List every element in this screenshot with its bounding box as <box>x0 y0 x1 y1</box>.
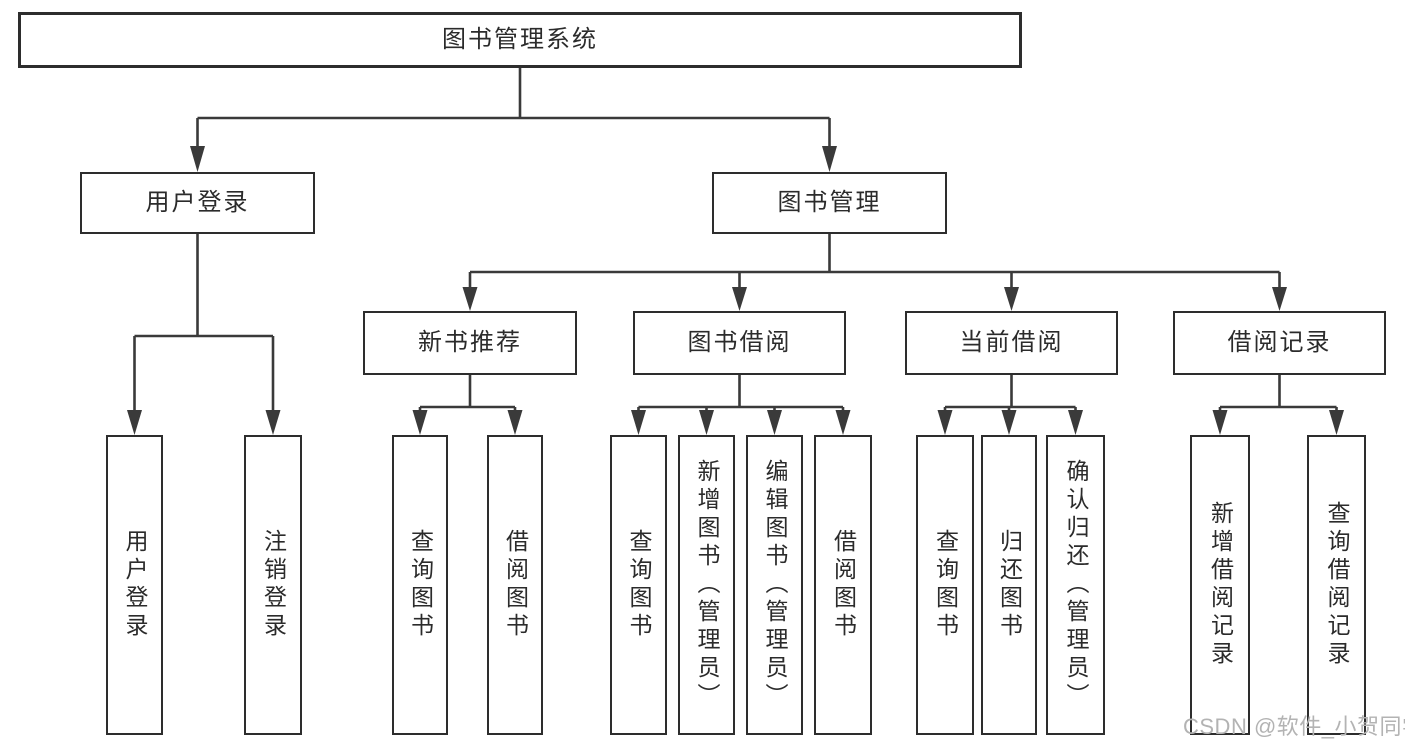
leaf-add-book-admin: 新增图书（管理员） <box>678 435 735 735</box>
leaf-add-borrow-record-label: 新增借阅记录 <box>1207 501 1234 669</box>
node-user-login-label: 用户登录 <box>145 189 250 216</box>
leaf-confirm-return-admin-label: 确认归还（管理员） <box>1063 459 1089 711</box>
leaf-user-login: 用户登录 <box>106 435 163 735</box>
node-current-borrowing-label: 当前借阅 <box>959 329 1064 356</box>
node-library-system: 图书管理系统 <box>18 12 1022 68</box>
node-book-borrowing: 图书借阅 <box>633 311 846 375</box>
leaf-query-book-current: 查询图书 <box>916 435 974 735</box>
arrowheads <box>127 146 1344 435</box>
leaf-return-book-label: 归还图书 <box>996 529 1023 641</box>
node-borrow-records: 借阅记录 <box>1173 311 1386 375</box>
leaf-query-borrow-record-label: 查询借阅记录 <box>1324 501 1350 669</box>
leaf-query-book-recommend: 查询图书 <box>392 435 448 735</box>
node-library-system-label: 图书管理系统 <box>442 26 598 53</box>
node-user-login: 用户登录 <box>80 172 315 234</box>
leaf-borrow-book: 借阅图书 <box>814 435 872 735</box>
leaf-edit-book-admin: 编辑图书（管理员） <box>746 435 803 735</box>
leaf-user-login-label: 用户登录 <box>122 529 148 641</box>
leaf-query-book-recommend-label: 查询图书 <box>407 529 434 641</box>
node-new-book-recommend: 新书推荐 <box>363 311 577 375</box>
leaf-query-borrow-record: 查询借阅记录 <box>1307 435 1366 735</box>
leaf-return-book: 归还图书 <box>981 435 1037 735</box>
leaf-borrow-book-recommend-label: 借阅图书 <box>502 529 529 641</box>
node-book-borrowing-label: 图书借阅 <box>687 329 792 356</box>
leaf-borrow-book-label: 借阅图书 <box>830 529 857 641</box>
leaf-borrow-book-recommend: 借阅图书 <box>487 435 543 735</box>
leaf-confirm-return-admin: 确认归还（管理员） <box>1046 435 1105 735</box>
leaf-query-book-borrowing-label: 查询图书 <box>626 529 652 641</box>
leaf-query-book-borrowing: 查询图书 <box>610 435 667 735</box>
node-current-borrowing: 当前借阅 <box>905 311 1118 375</box>
leaf-logout-label: 注销登录 <box>260 529 287 641</box>
leaf-add-book-admin-label: 新增图书（管理员） <box>694 459 720 711</box>
leaf-logout: 注销登录 <box>244 435 302 735</box>
node-borrow-records-label: 借阅记录 <box>1227 329 1332 356</box>
connector-paths <box>133 68 1338 413</box>
leaf-edit-book-admin-label: 编辑图书（管理员） <box>762 459 788 711</box>
leaf-query-book-current-label: 查询图书 <box>932 529 959 641</box>
csdn-watermark: CSDN @软件_小贺同学 <box>1183 714 1405 739</box>
node-new-book-recommend-label: 新书推荐 <box>418 329 522 356</box>
node-book-management: 图书管理 <box>712 172 947 234</box>
leaf-add-borrow-record: 新增借阅记录 <box>1190 435 1250 735</box>
node-book-management-label: 图书管理 <box>777 189 882 216</box>
